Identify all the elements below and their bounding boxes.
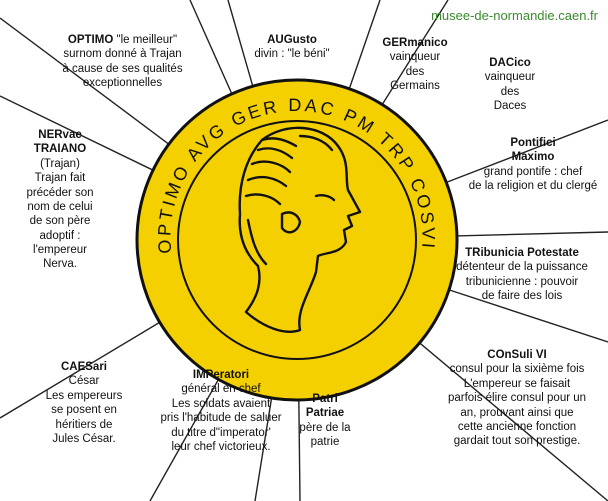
label-consuli: COnSuli VI consul pour la sixième fois L… <box>432 348 602 449</box>
divider-line <box>446 231 608 237</box>
germanico-title-sub: manico <box>407 37 448 49</box>
divider-line <box>298 389 301 501</box>
patri-body: père de la patrie <box>299 421 351 449</box>
divider-line <box>189 0 237 104</box>
divider-line <box>149 370 224 501</box>
label-germanico: GERmanico vainqueur des Germains <box>370 36 460 94</box>
divider-line <box>254 387 274 501</box>
coin-inner-ring <box>177 120 417 360</box>
trajan-portrait <box>238 126 362 333</box>
caesari-title: CAESari <box>60 361 108 373</box>
divider-line <box>227 0 257 97</box>
label-pontifici: Pontifici Maximo grand pontife : chef de… <box>458 136 608 194</box>
nervae-body: (Trajan) Trajan fait précéder son nom de… <box>26 157 94 271</box>
source-url: musee-de-normandie.caen.fr <box>431 8 598 23</box>
pontifici-title: Pontifici Maximo <box>510 137 556 164</box>
divider-line <box>0 17 178 151</box>
divider-line <box>436 119 608 187</box>
germanico-title: GER <box>382 37 408 49</box>
divider-line <box>376 0 449 114</box>
divider-line <box>439 286 608 343</box>
pontifici-body: grand pontife : chef de la religion et d… <box>468 165 598 193</box>
divider-line <box>0 316 169 419</box>
dacico-body: vainqueur des Daces <box>484 71 536 113</box>
augusto-title: AUG <box>267 34 293 46</box>
label-augusto: AUGusto divin : "le béni" <box>232 33 352 62</box>
label-nervae: NERvae TRAIANO (Trajan) Trajan fait préc… <box>10 128 110 272</box>
optimo-title-sub: "le meilleur" <box>113 34 178 46</box>
dacico-title-sub: ico <box>514 57 531 69</box>
imperatori-body: général en chef Les soldats avaient pris… <box>160 383 282 453</box>
divider-line <box>345 0 381 99</box>
label-dacico: DACico vainqueur des Daces <box>470 56 550 114</box>
imperatori-title: IMPeratori <box>192 369 250 381</box>
nervae-title: NERvae TRAIANO <box>33 129 87 156</box>
label-tribunicia: TRibunicia Potestate détenteur de la pui… <box>437 246 607 304</box>
consuli-body: consul pour la sixième fois L'empereur s… <box>447 363 587 448</box>
dacico-title: DAC <box>489 57 515 69</box>
label-caesari: CAESari César Les empereurs se posent en… <box>30 360 138 446</box>
optimo-title: OPTIMO <box>67 34 114 46</box>
augusto-title-sub: usto <box>292 34 317 46</box>
patri-title: Patri Patriae <box>305 393 345 420</box>
tribunicia-body: détenteur de la puissance tribunicienne … <box>456 261 588 303</box>
label-patri: Patri Patriae père de la patrie <box>290 392 360 450</box>
divider-line <box>411 335 608 501</box>
augusto-body: divin : "le béni" <box>254 48 330 61</box>
tribunicia-title: TRibunicia Potestate <box>465 247 579 259</box>
caesari-body: César Les empereurs se posent en héritie… <box>45 375 123 445</box>
label-imperatori: IMPeratori général en chef Les soldats a… <box>155 368 287 454</box>
germanico-body: vainqueur des Germains <box>389 51 441 93</box>
optimo-body: surnom donné à Trajan à cause de ses qua… <box>62 48 183 90</box>
consuli-title: COnSuli VI <box>487 349 547 361</box>
label-optimo: OPTIMO "le meilleur" surnom donné à Traj… <box>30 33 215 91</box>
divider-line <box>0 95 163 176</box>
